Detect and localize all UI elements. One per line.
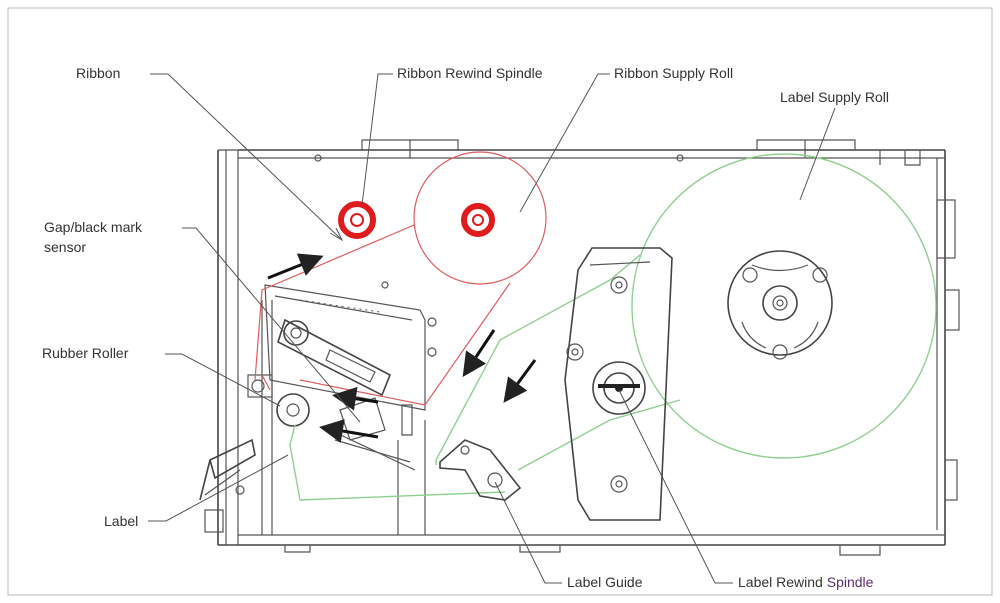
label-rewind-suffix: Spindle [827, 574, 874, 590]
label-label-rewind-spindle: Label Rewind Spindle [738, 574, 874, 590]
label-ribbon-rewind-spindle: Ribbon Rewind Spindle [397, 65, 543, 81]
front-lever [199, 438, 256, 533]
printer-body [217, 139, 960, 556]
label-label: Label [104, 513, 138, 529]
label-label-guide: Label Guide [567, 574, 643, 590]
label-path [289, 153, 937, 501]
figure-border [7, 7, 993, 596]
label-rewind-spindle [592, 361, 646, 415]
label-gap-sensor-line1: Gap/black mark [44, 219, 143, 235]
label-ribbon: Ribbon [76, 65, 120, 81]
label-ribbon-supply-roll: Ribbon Supply Roll [614, 65, 733, 81]
label-rubber-roller: Rubber Roller [42, 345, 129, 361]
label-label-supply-roll: Label Supply Roll [780, 89, 889, 105]
feed-direction-arrows [267, 253, 537, 443]
label-gap-sensor-line2: sensor [44, 239, 86, 255]
callout-labels: Ribbon Ribbon Rewind Spindle Ribbon Supp… [42, 65, 889, 590]
ribbon-supply-spindle [461, 203, 495, 237]
ribbon-path [254, 151, 547, 406]
label-supply-hub [727, 250, 833, 360]
label-rewind-plate [564, 247, 673, 521]
label-supply-roll [631, 153, 937, 459]
label-rewind-prefix: Label Rewind [738, 574, 827, 590]
print-head-assembly [247, 281, 437, 471]
ribbon-rewind-spindle [338, 201, 376, 239]
label-guide [439, 439, 522, 501]
callout-leaders [148, 73, 836, 584]
ribbon-supply-roll [413, 151, 547, 285]
